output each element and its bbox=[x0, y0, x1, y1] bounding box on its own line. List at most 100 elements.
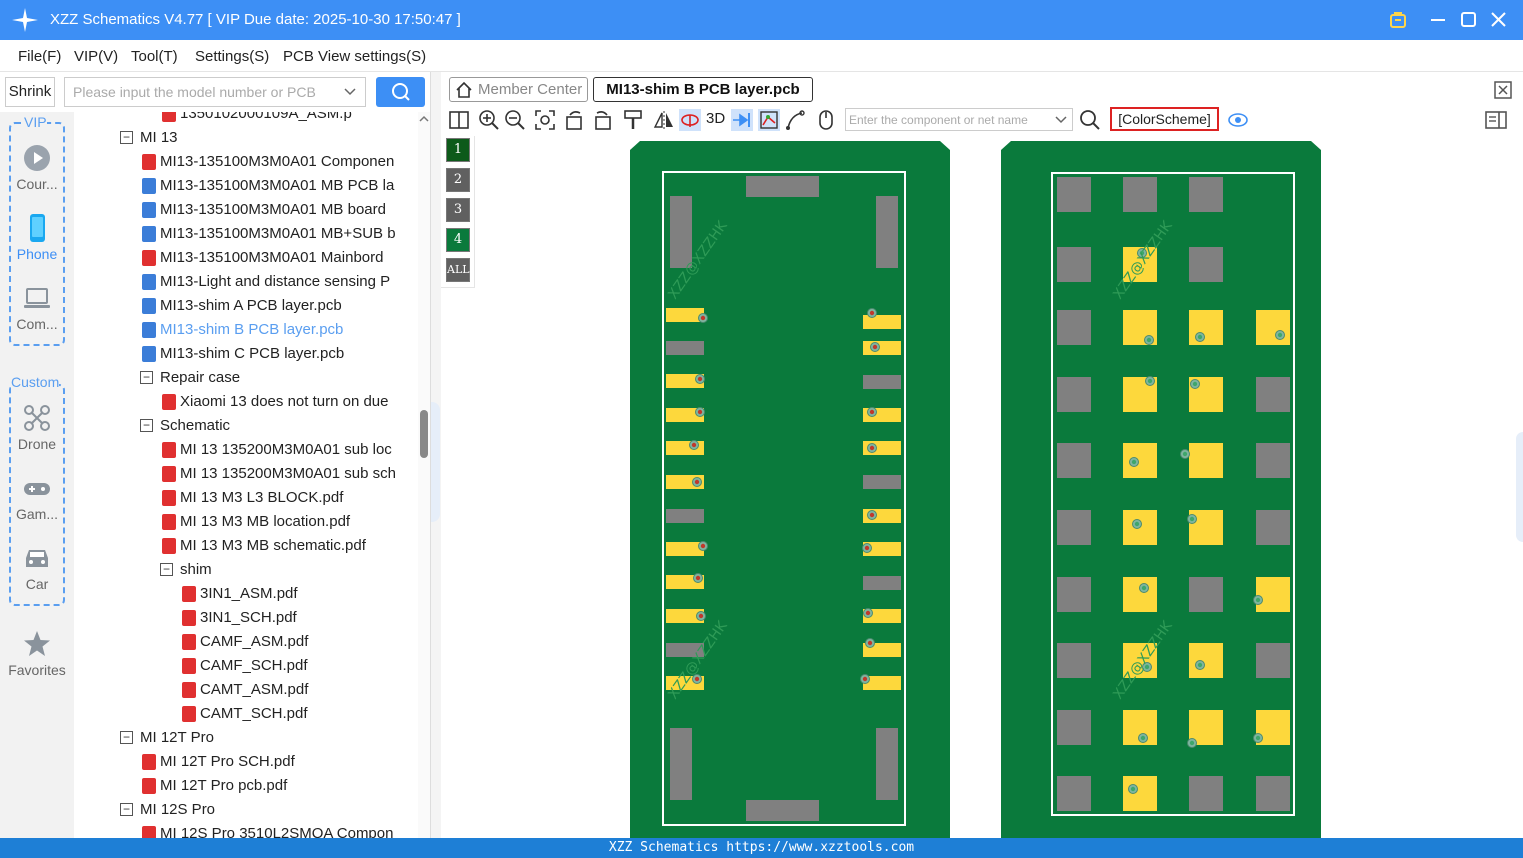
tree-file[interactable]: MI13-shim B PCB layer.pcb bbox=[74, 318, 418, 342]
collapse-toggle-icon[interactable]: − bbox=[120, 131, 133, 144]
tree-folder[interactable]: −Repair case bbox=[74, 366, 418, 390]
nav-item-favorites[interactable]: Favorites bbox=[0, 630, 74, 682]
tree-file[interactable]: CAMF_ASM.pdf bbox=[74, 630, 418, 654]
maximize-button[interactable] bbox=[1456, 8, 1480, 32]
tree-file[interactable]: MI 12T Pro pcb.pdf bbox=[74, 774, 418, 798]
scroll-thumb[interactable] bbox=[420, 410, 428, 458]
tree-file[interactable]: MI13-135100M3M0A01 MB board bbox=[74, 198, 418, 222]
vip-bag-icon[interactable] bbox=[1386, 8, 1410, 32]
tree-file[interactable]: MI13-135100M3M0A01 Componen bbox=[74, 150, 418, 174]
nav-item-car[interactable]: Car bbox=[0, 544, 74, 596]
tree-file[interactable]: MI13-135100M3M0A01 MB+SUB b bbox=[74, 222, 418, 246]
tree-file[interactable]: MI 13 135200M3M0A01 sub sch bbox=[74, 462, 418, 486]
paint-brush-icon[interactable] bbox=[622, 109, 644, 131]
tree-file[interactable]: CAMF_SCH.pdf bbox=[74, 654, 418, 678]
menu-settings[interactable]: Settings(S) bbox=[195, 48, 270, 65]
tree-folder[interactable]: −shim bbox=[74, 558, 418, 582]
shrink-button[interactable]: Shrink bbox=[5, 77, 55, 107]
component-search-input[interactable]: Enter the component or net name bbox=[845, 108, 1073, 131]
tree-file[interactable]: MI13-shim A PCB layer.pcb bbox=[74, 294, 418, 318]
tree-file[interactable]: Xiaomi 13 does not turn on due bbox=[74, 390, 418, 414]
zoom-in-icon[interactable] bbox=[478, 109, 500, 131]
nav-item-games[interactable]: Gam... bbox=[0, 474, 74, 526]
via-center bbox=[1277, 332, 1283, 338]
collapse-toggle-icon[interactable]: − bbox=[120, 731, 133, 744]
model-search-input[interactable]: Please input the model number or PCB bbox=[64, 77, 366, 107]
pad bbox=[1057, 776, 1091, 811]
chevron-down-icon[interactable] bbox=[1054, 112, 1068, 128]
chevron-up-icon[interactable] bbox=[419, 114, 429, 124]
menu-pcb-view-settings[interactable]: PCB View settings(S) bbox=[283, 48, 427, 65]
pad bbox=[1189, 643, 1223, 678]
collapse-toggle-icon[interactable]: − bbox=[160, 563, 173, 576]
trace-tool-icon[interactable] bbox=[785, 109, 807, 131]
mirror-icon[interactable] bbox=[653, 109, 675, 131]
layer-3-button[interactable]: 3 bbox=[446, 198, 470, 222]
rotate-left-icon[interactable] bbox=[564, 109, 586, 131]
tree-file[interactable]: 3IN1_SCH.pdf bbox=[74, 606, 418, 630]
flip-board-icon[interactable] bbox=[679, 109, 701, 131]
pad bbox=[1189, 776, 1223, 811]
tree-file[interactable]: MI 13 M3 MB schematic.pdf bbox=[74, 534, 418, 558]
tree-file[interactable]: MI 12S Pro 3510L2SMQA Compon bbox=[74, 822, 418, 838]
layer-2-button[interactable]: 2 bbox=[446, 168, 470, 192]
split-view-icon[interactable] bbox=[448, 109, 470, 131]
tree-file[interactable]: CAMT_SCH.pdf bbox=[74, 702, 418, 726]
right-collapse-handle[interactable] bbox=[1516, 432, 1523, 542]
layer-1-button[interactable]: 1 bbox=[446, 138, 470, 162]
panel-toggle-icon[interactable] bbox=[1485, 109, 1507, 131]
search-icon[interactable] bbox=[1079, 109, 1101, 131]
color-scheme-button[interactable]: [ColorScheme] bbox=[1110, 107, 1219, 131]
rotate-right-icon[interactable] bbox=[591, 109, 613, 131]
pin-arrow-icon[interactable] bbox=[731, 109, 753, 131]
collapse-toggle-icon[interactable]: − bbox=[140, 419, 153, 432]
collapse-toggle-icon[interactable]: − bbox=[120, 803, 133, 816]
menu-file[interactable]: File(F) bbox=[18, 48, 62, 65]
menu-tool[interactable]: Tool(T) bbox=[131, 48, 178, 65]
menu-vip[interactable]: VIP(V) bbox=[74, 48, 119, 65]
tree-scrollbar[interactable] bbox=[418, 112, 430, 838]
tree-folder[interactable]: −Schematic bbox=[74, 414, 418, 438]
tree-file[interactable]: MI 13 135200M3M0A01 sub loc bbox=[74, 438, 418, 462]
tab-active-file[interactable]: MI13-shim B PCB layer.pcb bbox=[593, 77, 813, 102]
gamepad-icon bbox=[24, 483, 50, 495]
nav-item-phone[interactable]: Phone bbox=[0, 214, 74, 266]
collapse-toggle-icon[interactable]: − bbox=[140, 371, 153, 384]
fit-view-icon[interactable] bbox=[534, 109, 556, 131]
layer-4-button[interactable]: 4 bbox=[446, 228, 470, 252]
tree-file[interactable]: CAMT_ASM.pdf bbox=[74, 678, 418, 702]
panel-splitter[interactable] bbox=[430, 72, 441, 838]
tree-folder[interactable]: −MI 12T Pro bbox=[74, 726, 418, 750]
layer-all-button[interactable]: ALL bbox=[446, 258, 470, 282]
net-highlight-icon[interactable] bbox=[758, 109, 780, 131]
eye-icon[interactable] bbox=[1227, 109, 1249, 131]
search-button[interactable] bbox=[376, 77, 425, 107]
mouse-icon[interactable] bbox=[815, 109, 837, 131]
tree-file[interactable]: 13501020001​09A_ASM.p bbox=[74, 112, 418, 126]
tree-folder[interactable]: −MI 13 bbox=[74, 126, 418, 150]
chevron-down-icon[interactable] bbox=[343, 82, 357, 102]
pdf-file-icon bbox=[162, 442, 176, 458]
tree-file[interactable]: MI 13 M3 L3 BLOCK.pdf bbox=[74, 486, 418, 510]
zoom-out-icon[interactable] bbox=[504, 109, 526, 131]
close-tab-icon[interactable] bbox=[1493, 80, 1513, 100]
tree-file[interactable]: MI13-Light and distance sensing P bbox=[74, 270, 418, 294]
nav-item-computer[interactable]: Com... bbox=[0, 284, 74, 336]
tree-file[interactable]: MI13-135100M3M0A01 Mainbord bbox=[74, 246, 418, 270]
close-button[interactable] bbox=[1486, 8, 1510, 32]
nav-item-courses[interactable]: Cour... bbox=[0, 144, 74, 196]
tree-file[interactable]: 3IN1_ASM.pdf bbox=[74, 582, 418, 606]
tree-file[interactable]: MI 13 M3 MB location.pdf bbox=[74, 510, 418, 534]
tree-file[interactable]: MI13-shim C PCB layer.pcb bbox=[74, 342, 418, 366]
nav-item-drone[interactable]: Drone bbox=[0, 404, 74, 456]
tree-item-label: CAMT_SCH.pdf bbox=[200, 705, 308, 722]
minimize-button[interactable] bbox=[1426, 8, 1450, 32]
collapse-handle[interactable] bbox=[431, 402, 440, 522]
tree-file[interactable]: MI13-135100M3M0A01 MB PCB la bbox=[74, 174, 418, 198]
tab-member-center[interactable]: Member Center bbox=[449, 77, 588, 102]
3d-button[interactable]: 3D bbox=[706, 110, 726, 127]
tree-file[interactable]: MI 12T Pro SCH.pdf bbox=[74, 750, 418, 774]
via-center bbox=[1141, 585, 1147, 591]
tree-folder[interactable]: −MI 12S Pro bbox=[74, 798, 418, 822]
